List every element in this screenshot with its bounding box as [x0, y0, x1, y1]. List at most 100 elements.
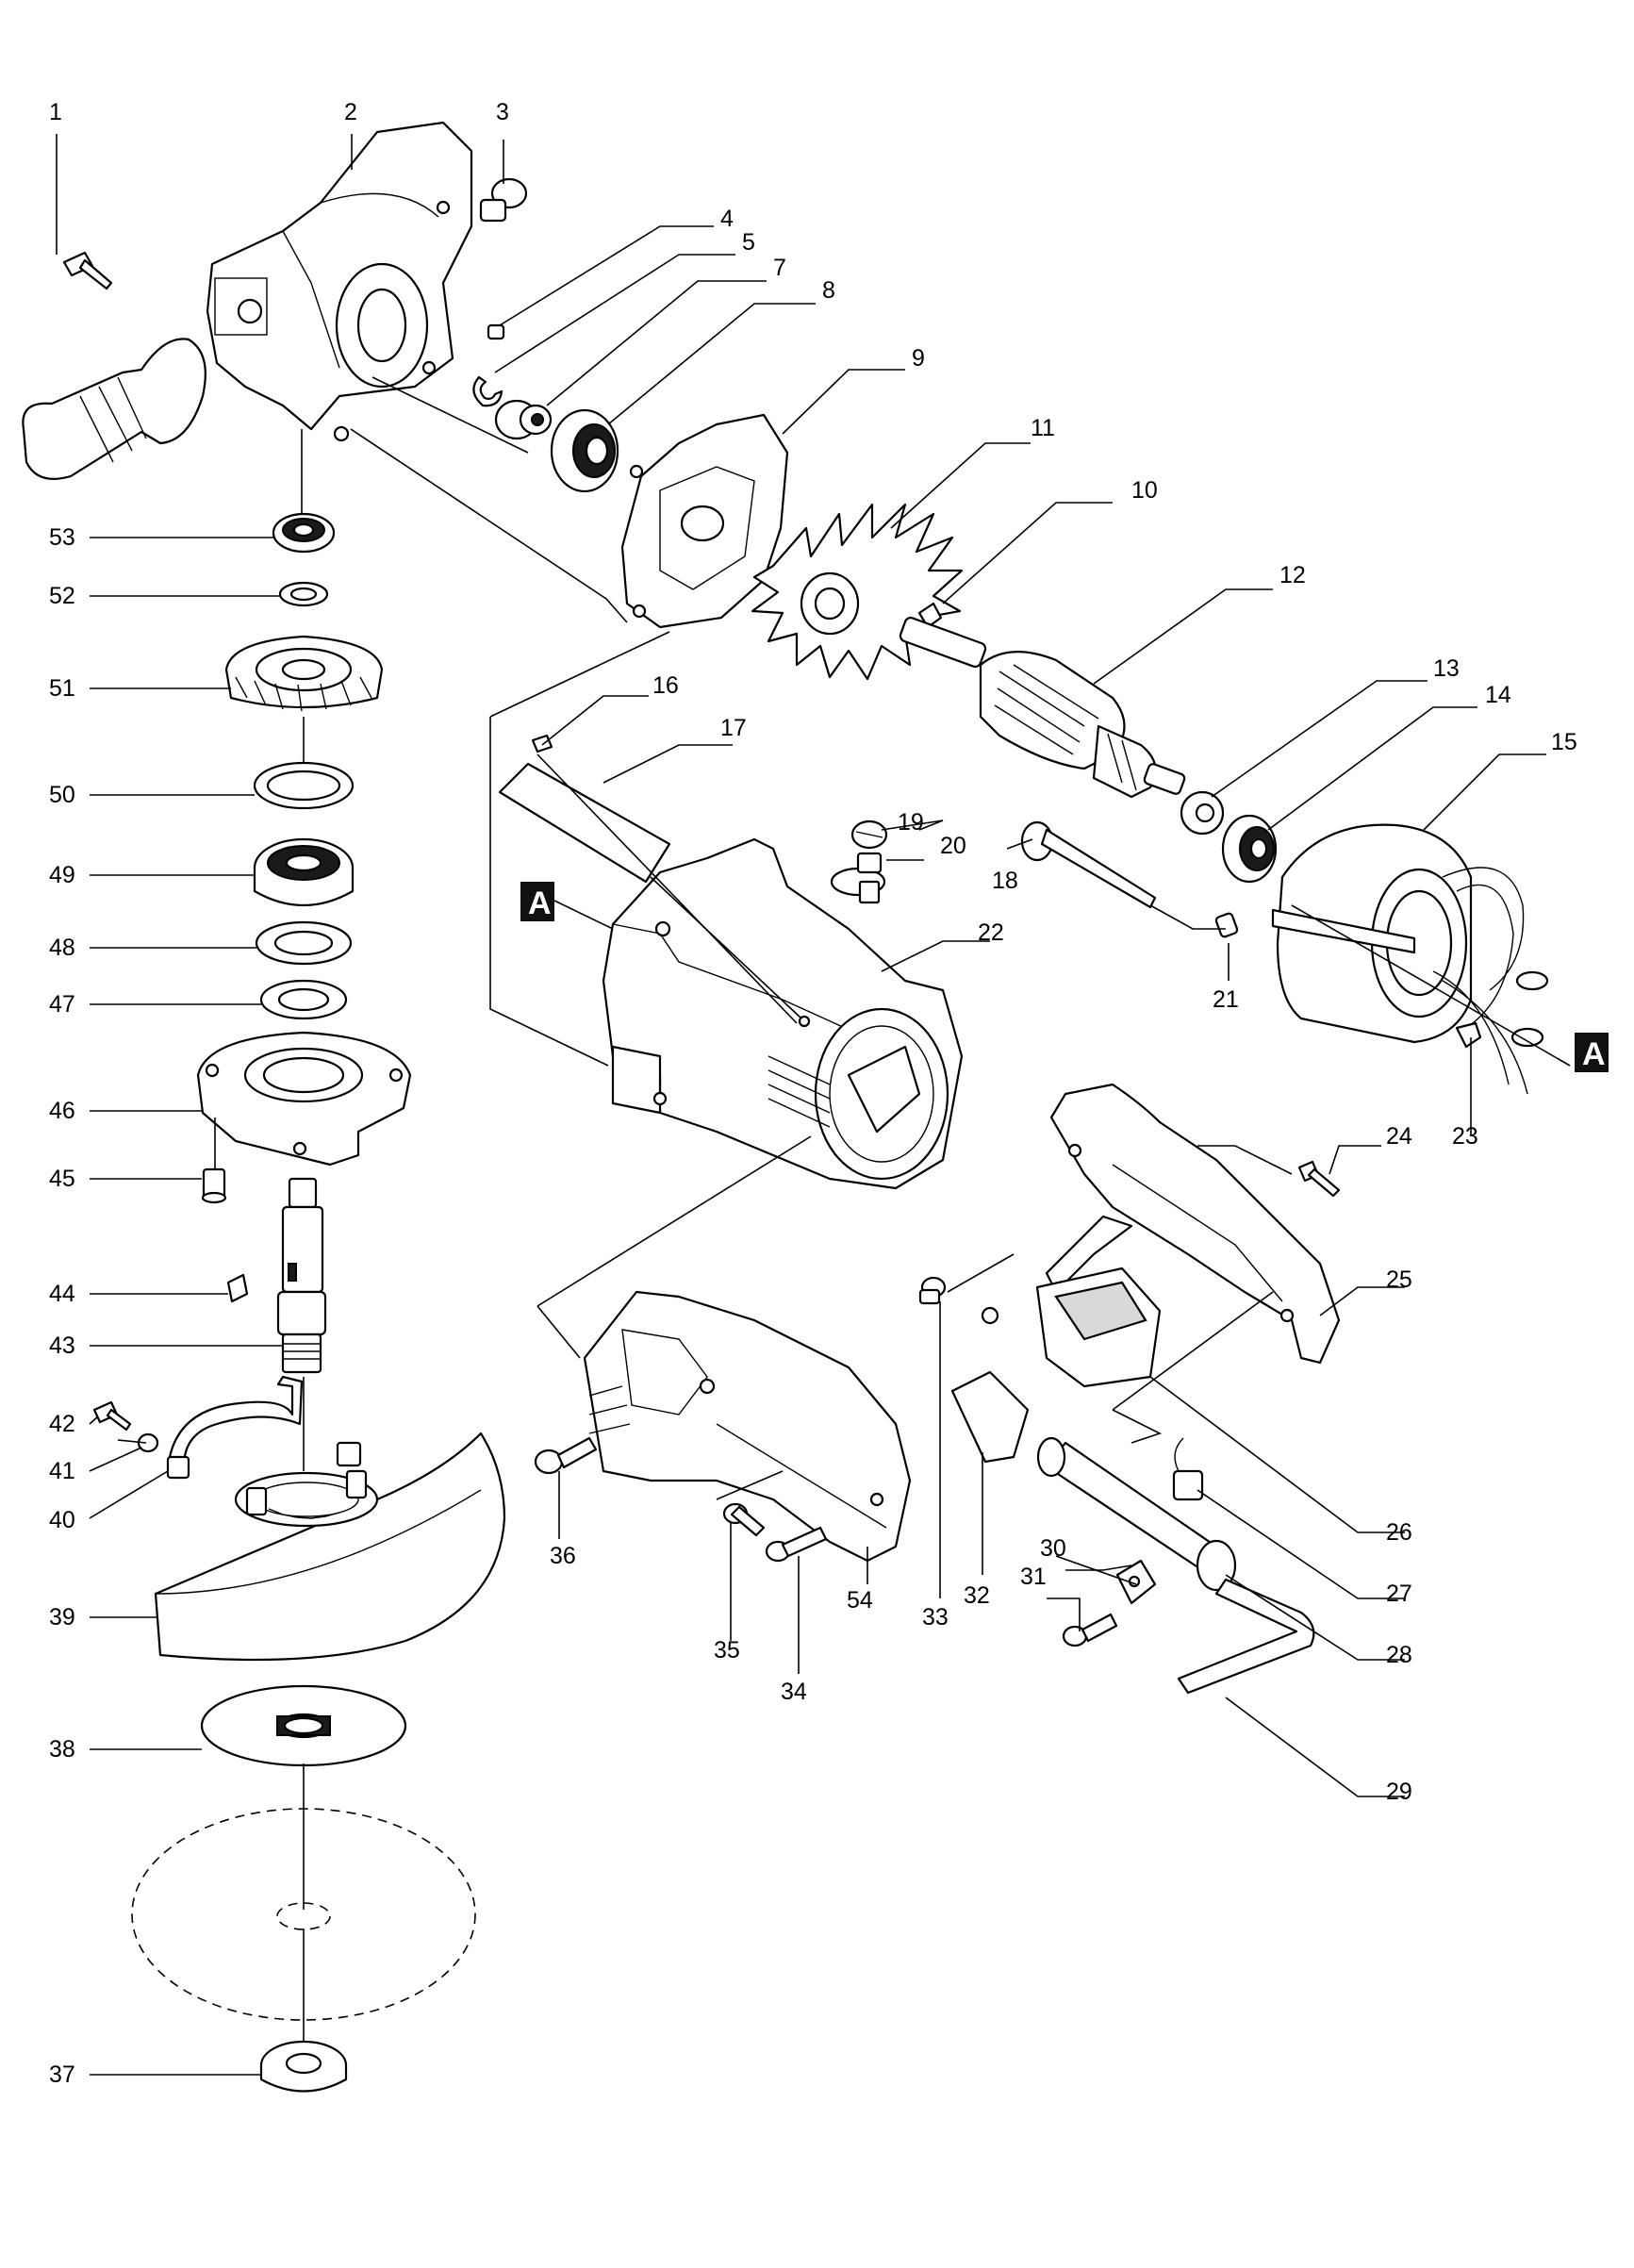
ball-bearing-49 — [253, 837, 355, 906]
callout-4: 4 — [720, 206, 734, 232]
callout-50: 50 — [49, 782, 75, 808]
brush-cap-19 — [850, 819, 888, 850]
power-cord-29 — [1177, 1578, 1315, 1695]
callout-16: 16 — [652, 672, 679, 699]
callout-47: 47 — [49, 991, 75, 1018]
callout-37: 37 — [49, 2061, 75, 2088]
ball-bearing-53 — [272, 512, 336, 554]
callout-39: 39 — [49, 1604, 75, 1631]
key-44 — [226, 1273, 249, 1303]
handle-cover — [1045, 1083, 1341, 1365]
callout-7: 7 — [773, 255, 786, 281]
pin-21 — [1214, 912, 1239, 938]
section-marker-left: A — [520, 882, 614, 930]
retaining-ring-50 — [253, 761, 355, 810]
callout-22: 22 — [978, 919, 1004, 946]
callout-17: 17 — [720, 715, 747, 741]
callout-25: 25 — [1386, 1266, 1412, 1293]
callout-21: 21 — [1213, 986, 1239, 1013]
screw-16 — [531, 734, 553, 753]
flat-washer-48 — [255, 920, 353, 966]
ball-bearing-14 — [1221, 814, 1278, 884]
wheel-guard-39 — [154, 1432, 506, 1662]
armature-assembly — [751, 503, 1278, 884]
fan-11 — [751, 503, 964, 681]
bolt-1 — [62, 251, 113, 290]
screw-33 — [918, 1276, 947, 1305]
handle-assembly — [534, 1083, 1341, 1695]
svg-text:A: A — [1582, 1036, 1606, 1072]
callout-51: 51 — [49, 675, 75, 702]
svg-text:A: A — [528, 886, 552, 921]
callout-32: 32 — [964, 1582, 990, 1609]
ball-bearing-8 — [550, 408, 619, 493]
callout-5: 5 — [742, 229, 755, 256]
side-grip — [22, 338, 206, 480]
callout-13: 13 — [1433, 655, 1460, 682]
callout-54: 54 — [847, 1587, 873, 1614]
clip-23 — [1455, 1021, 1482, 1049]
screw-31 — [1062, 1613, 1118, 1647]
switch-lever-32 — [950, 1370, 1030, 1464]
callout-1: 1 — [49, 99, 62, 125]
callout-31: 31 — [1020, 1564, 1047, 1590]
bearing-box-9 — [620, 413, 789, 629]
screw-34 — [765, 1526, 828, 1563]
switch-26 — [981, 1266, 1162, 1388]
callout-9: 9 — [912, 345, 925, 372]
noise-suppressor-27 — [1172, 1437, 1204, 1501]
screw-45 — [201, 1117, 227, 1204]
callout-15: 15 — [1551, 729, 1577, 755]
band-40 — [166, 1375, 362, 1480]
callout-48: 48 — [49, 935, 75, 961]
callout-8: 8 — [822, 277, 835, 304]
spiral-bevel-gear-51 — [224, 635, 384, 712]
callout-14: 14 — [1485, 682, 1511, 708]
retaining-ring-52 — [278, 581, 329, 607]
screw-24 — [1297, 1160, 1341, 1198]
callout-40: 40 — [49, 1507, 75, 1533]
terminal-ring-b — [1510, 1027, 1544, 1048]
callout-24: 24 — [1386, 1123, 1412, 1150]
screw-36 — [534, 1436, 598, 1475]
handle-set — [583, 1290, 912, 1563]
callout-46: 46 — [49, 1098, 75, 1124]
callout-35: 35 — [714, 1637, 740, 1664]
callout-2: 2 — [344, 99, 357, 125]
motor-housing-22 — [602, 837, 964, 1190]
strain-relief-30 — [1115, 1559, 1157, 1605]
callout-53: 53 — [49, 524, 75, 551]
inner-flange-38 — [200, 1684, 407, 1767]
pin-4 — [487, 323, 505, 340]
flat-washer-47 — [259, 979, 348, 1020]
callout-labels: 1 2 3 4 5 7 8 9 10 11 12 13 14 15 16 17 … — [49, 99, 1577, 2088]
callout-23: 23 — [1452, 1123, 1478, 1150]
pinion-gear-7 — [494, 399, 553, 440]
gear-housing-assembly — [22, 121, 789, 2093]
callout-28: 28 — [1386, 1642, 1412, 1668]
screw-18 — [1020, 820, 1157, 909]
armature-12 — [899, 616, 1186, 799]
terminal-ring-a — [1515, 970, 1549, 991]
name-plate-17 — [498, 762, 671, 884]
lock-nut-37 — [259, 2040, 348, 2093]
callout-11: 11 — [1031, 415, 1055, 441]
callout-44: 44 — [49, 1281, 75, 1307]
field-assembly — [1271, 823, 1571, 1095]
motor-housing-assembly — [489, 631, 1239, 1190]
insulation-washer-13 — [1180, 790, 1225, 836]
callout-45: 45 — [49, 1166, 75, 1192]
callout-49: 49 — [49, 862, 75, 888]
callout-27: 27 — [1386, 1581, 1412, 1607]
screw-35 — [722, 1502, 766, 1537]
grinding-wheel-outline — [131, 1808, 476, 2021]
callout-36: 36 — [550, 1543, 576, 1569]
callout-30: 30 — [1040, 1535, 1066, 1562]
callout-42: 42 — [49, 1411, 75, 1437]
callout-12: 12 — [1279, 562, 1306, 588]
callout-43: 43 — [49, 1333, 75, 1359]
retaining-ring-5 — [472, 375, 503, 407]
callout-3: 3 — [496, 99, 509, 125]
bearing-box-46 — [196, 1031, 412, 1167]
